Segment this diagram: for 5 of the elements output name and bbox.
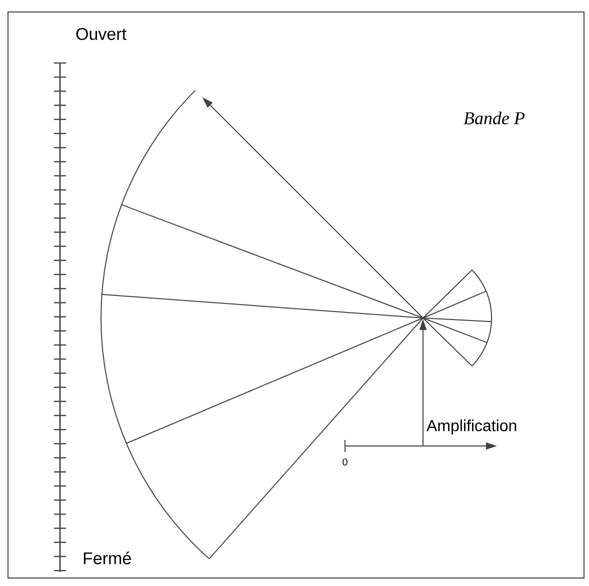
axis-label: Amplification	[426, 420, 516, 434]
tick-label: 0	[342, 458, 348, 466]
band-label: Bande P	[464, 112, 525, 124]
scale-label: Ouvert	[76, 28, 126, 40]
scale-label: Fermé	[84, 552, 131, 564]
